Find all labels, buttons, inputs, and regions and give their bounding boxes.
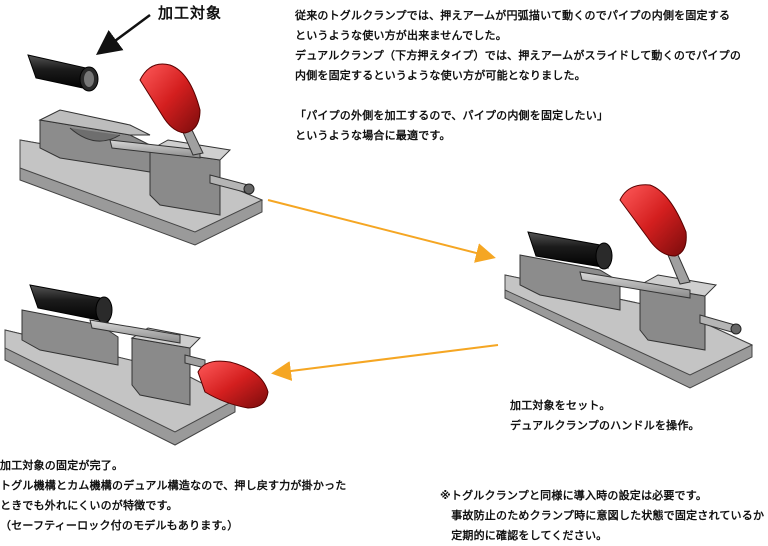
intro-text-block: 従来のトグルクランプでは、押えアームが円弧描いて動くのでパイプの内側を固定する … [295,6,741,146]
clamp-closed-illustration [4,284,269,446]
clamp-open-illustration [19,63,264,246]
step2-text-block: 加工対象をセット。 デュアルクランプのハンドルを操作。 [510,396,700,436]
intro-line: デュアルクランプ（下方押えタイプ）では、押えアームがスライドして動くのでパイプの [295,49,742,62]
step3-line: ときでも外れにくいのが特徴です。 [0,499,178,512]
note-line: 定期的に確認をしてください。 [440,529,608,542]
flow-arrow-1 [267,199,496,263]
intro-line: というような使い方が出来ませんでした。 [295,29,507,42]
step2-line: デュアルクランプのハンドルを操作。 [510,419,700,432]
intro-line: 「パイプの外側を加工するので、パイプの内側を固定したい」 [295,109,609,122]
intro-line [295,86,741,106]
step3-line: 加工対象の固定が完了。 [0,459,124,472]
step2-line: 加工対象をセット。 [510,399,611,412]
label-pointer-arrow [95,13,151,55]
clamp-setting-illustration [504,184,754,389]
step3-line: （セーフティーロック付のモデルもあります。） [0,519,239,532]
intro-line: 内側を固定するというような使い方が可能となりました。 [295,69,586,82]
flow-arrow-2 [271,344,499,381]
note-line: ※トグルクランプと同様に導入時の設定は必要です。 [440,489,708,502]
workpiece-label: 加工対象 [158,4,223,22]
intro-line: 従来のトグルクランプでは、押えアームが円弧描いて動くのでパイプの内側を固定する [295,9,731,22]
step3-line: トグル機構とカム機構のデュアル構造なので、押し戻す力が掛かった [0,479,347,492]
workpiece-pipe [27,54,99,92]
step3-text-block: 加工対象の固定が完了。 トグル機構とカム機構のデュアル構造なので、押し戻す力が掛… [0,456,346,536]
note-text-block: ※トグルクランプと同様に導入時の設定は必要です。 事故防止のためクランプ時に意図… [440,486,764,546]
intro-line: というような場合に最適です。 [295,129,451,142]
note-line: 事故防止のためクランプ時に意図した状態で固定されているか [440,509,765,522]
